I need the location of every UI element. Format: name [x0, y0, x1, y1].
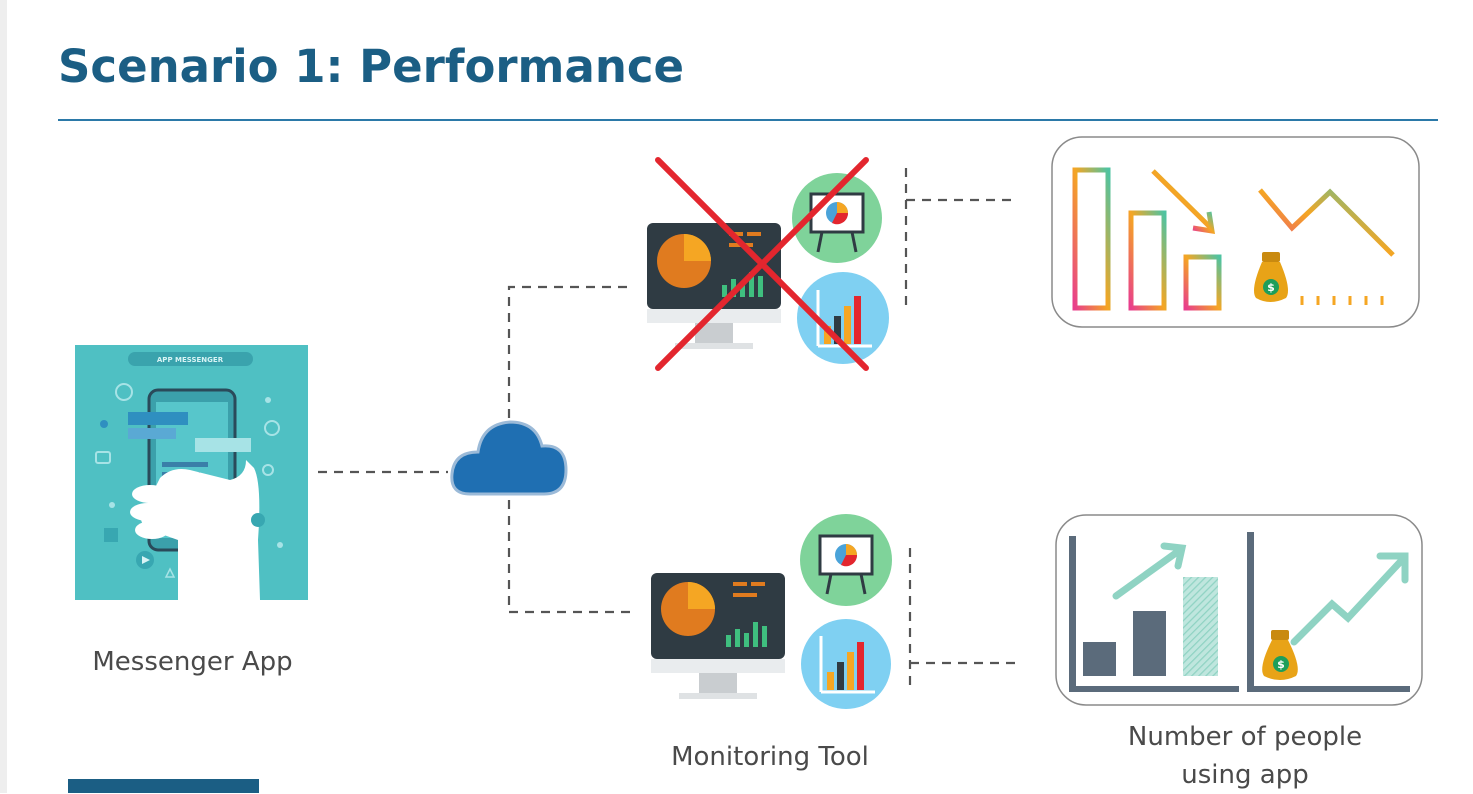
presentation-board-icon-top: [792, 173, 882, 263]
monitoring-tool-top: [647, 223, 781, 349]
decline-chart-panel: $: [1051, 136, 1420, 328]
svg-text:$: $: [1267, 281, 1275, 294]
failure-cross-icon: [655, 157, 869, 371]
svg-text:$: $: [1277, 658, 1285, 671]
title-divider: [58, 119, 1438, 121]
footer-accent-block: [68, 779, 259, 793]
growth-chart-panel: $: [1055, 514, 1423, 706]
presentation-board-icon-bottom: [800, 514, 892, 606]
page-title: Scenario 1: Performance: [58, 40, 685, 93]
cloud-icon: [450, 420, 568, 496]
number-of-people-label: Number of people using app: [1127, 722, 1363, 790]
left-edge-bar: [0, 0, 7, 793]
app-messenger-banner: APP MESSENGER: [157, 356, 224, 364]
monitoring-tool-bottom: [651, 573, 785, 699]
money-bag-icon-bottom: $: [1262, 630, 1298, 680]
connector-lines: [318, 168, 1020, 690]
bar-chart-icon-top: [797, 272, 889, 364]
monitoring-tool-label: Monitoring Tool: [671, 742, 869, 772]
bar-chart-icon-bottom: [801, 619, 891, 709]
money-bag-icon-top: $: [1254, 252, 1288, 302]
messenger-app-label: Messenger App: [92, 647, 293, 677]
messenger-app-illustration: APP MESSENGER: [75, 345, 308, 600]
